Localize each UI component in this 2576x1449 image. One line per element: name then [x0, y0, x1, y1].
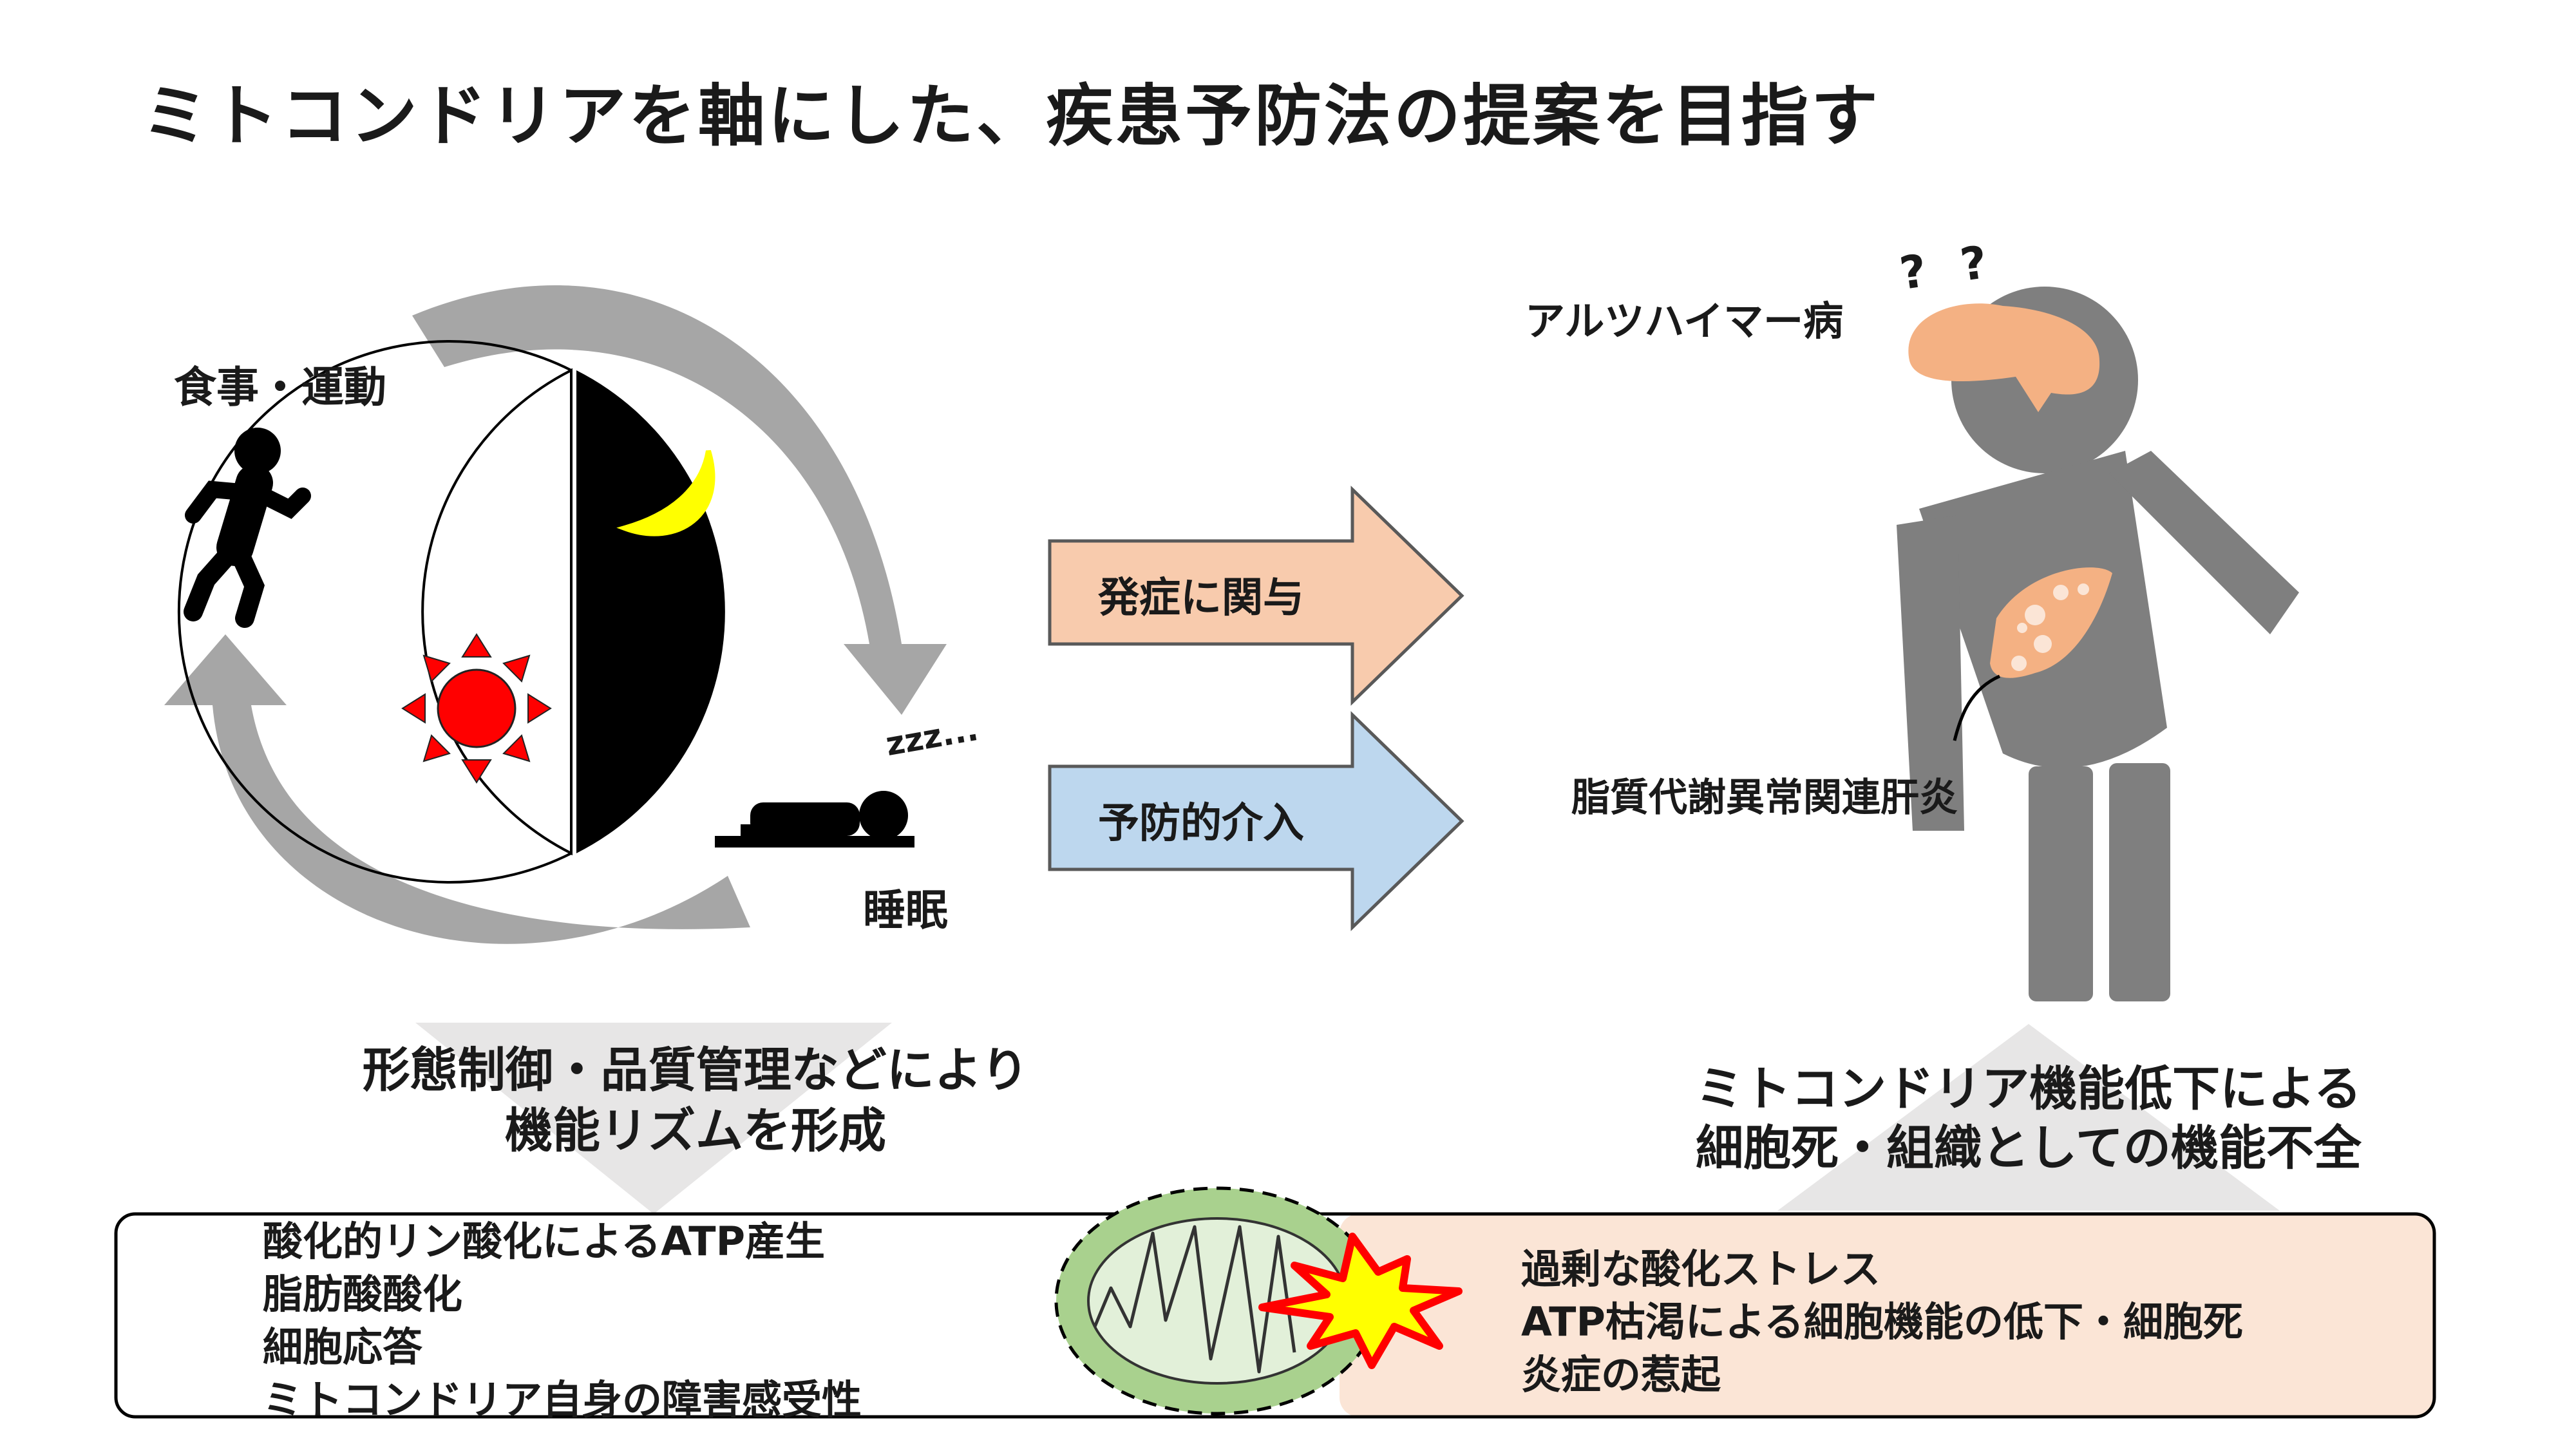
- onset-arrow-shape: [1048, 486, 1464, 706]
- page-title: ミトコンドリアを軸にした、疾患予防法の提案を目指す: [141, 77, 1880, 155]
- function-item: 脂肪酸酸化: [263, 1271, 463, 1318]
- function-item: ミトコンドリア自身の障害感受性: [263, 1376, 862, 1423]
- function-item: 酸化的リン酸化によるATP産生: [263, 1218, 826, 1265]
- cycle-arrow-top: [412, 285, 947, 715]
- prevention-arrow-label: 予防的介入: [1098, 800, 1304, 848]
- right-caption: ミトコンドリア機能低下による 細胞死・組織としての機能不全: [1604, 1059, 2454, 1178]
- left-caption-line-2: 機能リズムを形成: [505, 1103, 886, 1159]
- masld-label: 脂質代謝異常関連肝炎: [1571, 775, 1958, 820]
- brain-icon: [1908, 303, 2100, 412]
- damage-burst-icon: [1258, 1233, 1463, 1369]
- dysfunction-effects-list: 過剰な酸化ストレス ATP枯渇による細胞機能の低下・細胞死 炎症の惹起: [1521, 1243, 2243, 1401]
- effect-item: 炎症の惹起: [1521, 1351, 1721, 1398]
- effect-item: 過剰な酸化ストレス: [1521, 1245, 1881, 1293]
- onset-arrow-label: 発症に関与: [1098, 574, 1304, 622]
- meal-exercise-label: 食事・運動: [174, 363, 386, 412]
- day-night-outline: [177, 340, 572, 884]
- mitochondrion-cristae: [1093, 1225, 1296, 1374]
- left-caption-line-1: 形態制御・品質管理などにより: [362, 1043, 1029, 1098]
- right-caption-line-2: 細胞死・組織としての機能不全: [1696, 1121, 2362, 1176]
- liver-leader-line: [1953, 674, 2001, 741]
- sleeping-person-icon: [715, 791, 914, 848]
- night-half: [576, 370, 725, 853]
- left-caption: 形態制御・品質管理などにより 機能リズムを形成: [296, 1040, 1095, 1161]
- mitochondria-functions-list: 酸化的リン酸化によるATP産生 脂肪酸酸化 細胞応答 ミトコンドリア自身の障害感…: [263, 1215, 862, 1426]
- right-caption-arrow: [1777, 1024, 2280, 1211]
- liver-fat-droplets: [2011, 583, 2089, 671]
- prevention-arrow-shape: [1048, 711, 1464, 931]
- sun-icon: [401, 633, 552, 784]
- left-caption-arrow: [415, 1023, 892, 1214]
- cycle-arrow-bottom: [164, 634, 750, 944]
- damage-panel: [1340, 1214, 2434, 1417]
- running-person-icon: [184, 428, 311, 628]
- moon-icon: [616, 450, 715, 536]
- day-half: [421, 368, 573, 856]
- liver-icon: [1990, 567, 2112, 678]
- sleep-label: 睡眠: [863, 886, 948, 935]
- human-figure: [1897, 287, 2299, 1001]
- function-item: 細胞応答: [263, 1323, 423, 1370]
- right-caption-line-1: ミトコンドリア機能低下による: [1696, 1061, 2362, 1117]
- effect-item: ATP枯渇による細胞機能の低下・細胞死: [1521, 1298, 2244, 1345]
- alzheimer-label: アルツハイマー病: [1525, 298, 1844, 345]
